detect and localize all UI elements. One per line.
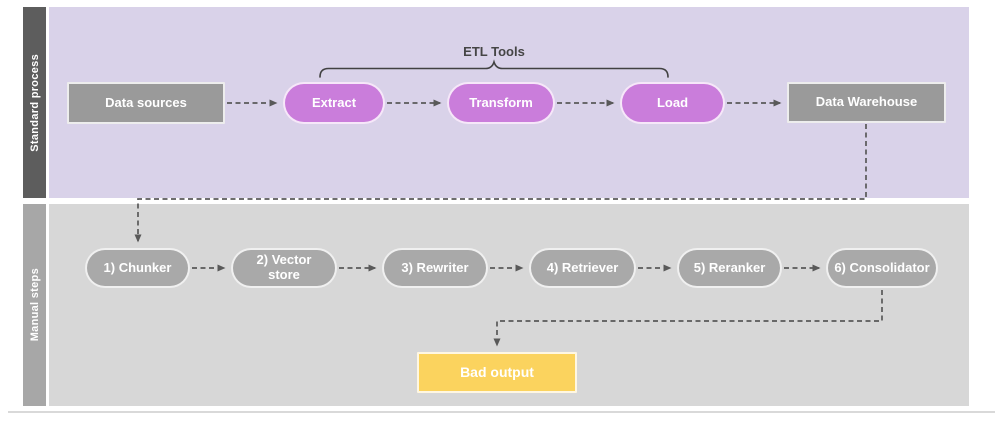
lane-label-manual-steps-text: Manual steps: [28, 268, 41, 342]
node-rewriter: 3) Rewriter: [382, 248, 488, 288]
node-chunker: 1) Chunker: [85, 248, 190, 288]
node-data-sources: Data sources: [67, 82, 225, 124]
node-transform: Transform: [447, 82, 555, 124]
node-reranker: 5) Reranker: [677, 248, 782, 288]
node-data-warehouse: Data Warehouse: [787, 82, 946, 123]
lane-label-standard-process-text: Standard process: [28, 53, 41, 152]
lane-label-standard-process: Standard process: [23, 7, 46, 198]
bottom-divider: [8, 411, 995, 413]
node-bad-output: Bad output: [417, 352, 577, 393]
node-load: Load: [620, 82, 725, 124]
etl-tools-label: ETL Tools: [463, 44, 525, 59]
lane-label-manual-steps: Manual steps: [23, 204, 46, 406]
node-retriever: 4) Retriever: [529, 248, 636, 288]
node-consolidator: 6) Consolidator: [826, 248, 938, 288]
node-extract: Extract: [283, 82, 385, 124]
node-vector-store: 2) Vector store: [231, 248, 337, 288]
